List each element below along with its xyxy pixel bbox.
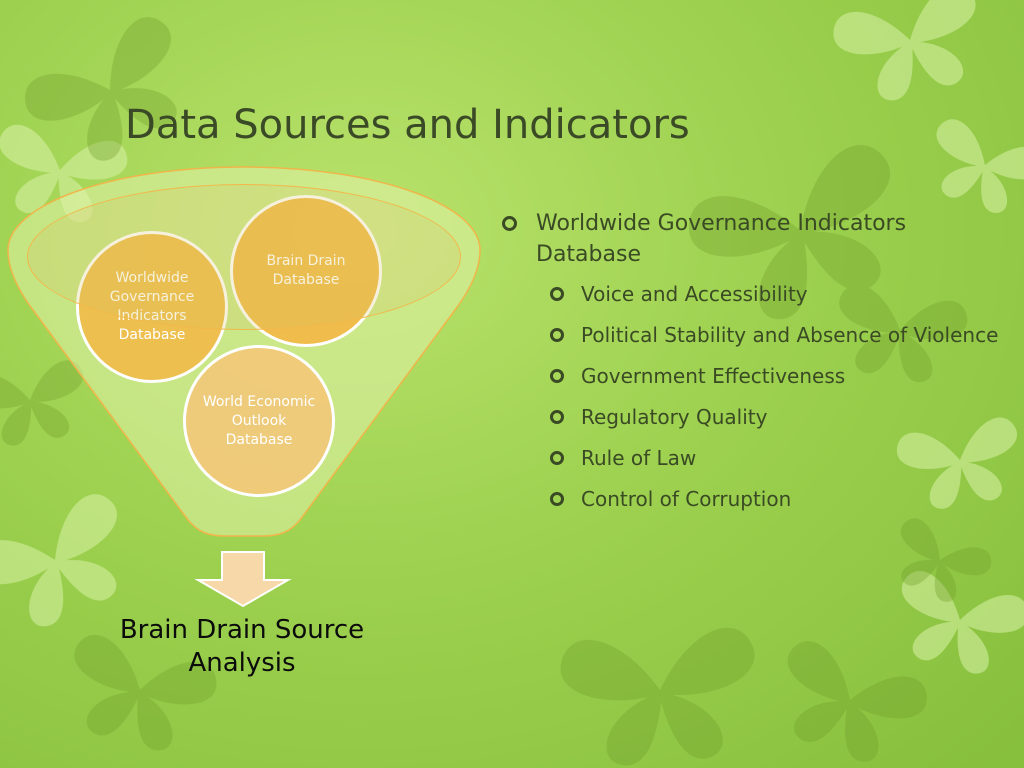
bullet-text: Worldwide Governance Indicators Database: [536, 211, 907, 267]
bullet-list: Worldwide Governance Indicators Database…: [500, 208, 1010, 526]
hollow-circle-bullet-icon: [550, 287, 564, 301]
sub-bullet-text: Government Effectiveness: [581, 364, 846, 388]
sub-bullet-text: Regulatory Quality: [581, 405, 768, 429]
hollow-circle-bullet-icon: [550, 369, 564, 383]
hollow-circle-bullet-icon: [550, 492, 564, 506]
hollow-circle-bullet-icon: [502, 216, 517, 231]
funnel-rim: [27, 184, 461, 330]
sub-bullet-item: Rule of Law: [500, 444, 1010, 472]
sub-bullet-item: Government Effectiveness: [500, 362, 1010, 390]
sub-bullet-item: Regulatory Quality: [500, 403, 1010, 431]
sub-bullet-text: Control of Corruption: [581, 487, 792, 511]
hollow-circle-bullet-icon: [550, 410, 564, 424]
bullet-item-main: Worldwide Governance Indicators Database: [500, 208, 1010, 270]
sub-bullet-text: Rule of Law: [581, 446, 697, 470]
funnel-result-label: Brain Drain Source Analysis: [119, 615, 365, 678]
sub-bullet-text: Voice and Accessibility: [581, 282, 808, 306]
hollow-circle-bullet-icon: [550, 328, 564, 342]
circle-world-economic-outlook: World Economic Outlook Database: [183, 345, 335, 497]
sub-bullet-text: Political Stability and Absence of Viole…: [581, 323, 999, 347]
down-arrow-icon: [194, 551, 292, 608]
sub-bullet-item: Political Stability and Absence of Viole…: [500, 321, 1010, 349]
slide-title: Data Sources and Indicators: [125, 102, 690, 148]
sub-bullet-item: Control of Corruption: [500, 485, 1010, 513]
hollow-circle-bullet-icon: [550, 451, 564, 465]
sub-bullet-item: Voice and Accessibility: [500, 280, 1010, 308]
circle-label: World Economic Outlook Database: [202, 393, 316, 448]
